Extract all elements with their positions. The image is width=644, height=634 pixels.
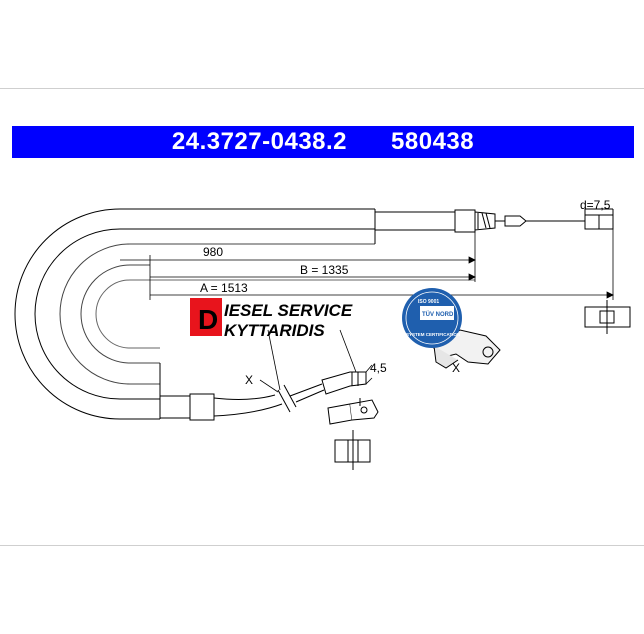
lower-fitting <box>159 371 367 421</box>
tuv-seal: ISO 9001 TÜV NORD SYSTEM CERTIFICATION <box>402 288 462 348</box>
seal-top: ISO 9001 <box>418 299 439 305</box>
cable-core-line <box>95 279 475 349</box>
cable-sheath-outer-inner-edge <box>34 228 375 400</box>
title-bar: 24.3727-0438.2 580438 <box>12 126 634 158</box>
dim-a-label: A = 1513 <box>200 281 248 295</box>
dealer-logo: D IESEL SERVICE KYTTARIDIS <box>190 298 353 340</box>
x-marker-left: X <box>245 373 253 387</box>
logo-red-block <box>190 298 222 336</box>
logo-initial: D <box>198 304 218 335</box>
section-view-right <box>584 300 631 334</box>
diameter-label: d=7,5 <box>580 198 611 212</box>
dim-45-label: 4,5 <box>370 361 387 375</box>
cable-sheath-outer <box>14 208 375 420</box>
part-number: 24.3727-0438.2 <box>171 128 348 155</box>
clip-detail <box>327 398 379 470</box>
drawing-frame <box>0 88 644 546</box>
top-fitting <box>374 208 614 233</box>
reference-number: 580438 <box>391 128 475 155</box>
logo-line2: KYTTARIDIS <box>224 321 325 340</box>
logo-line1: IESEL SERVICE <box>224 301 353 320</box>
x-marker-right: X <box>452 361 460 375</box>
seal-brand: TÜV NORD <box>422 311 454 318</box>
cable-sheath-inner <box>59 243 375 385</box>
dim-980-label: 980 <box>203 245 223 259</box>
seal-bottom: SYSTEM CERTIFICATION <box>406 332 460 337</box>
cable-sheath-core <box>80 264 160 364</box>
dim-b-label: B = 1335 <box>300 263 349 277</box>
